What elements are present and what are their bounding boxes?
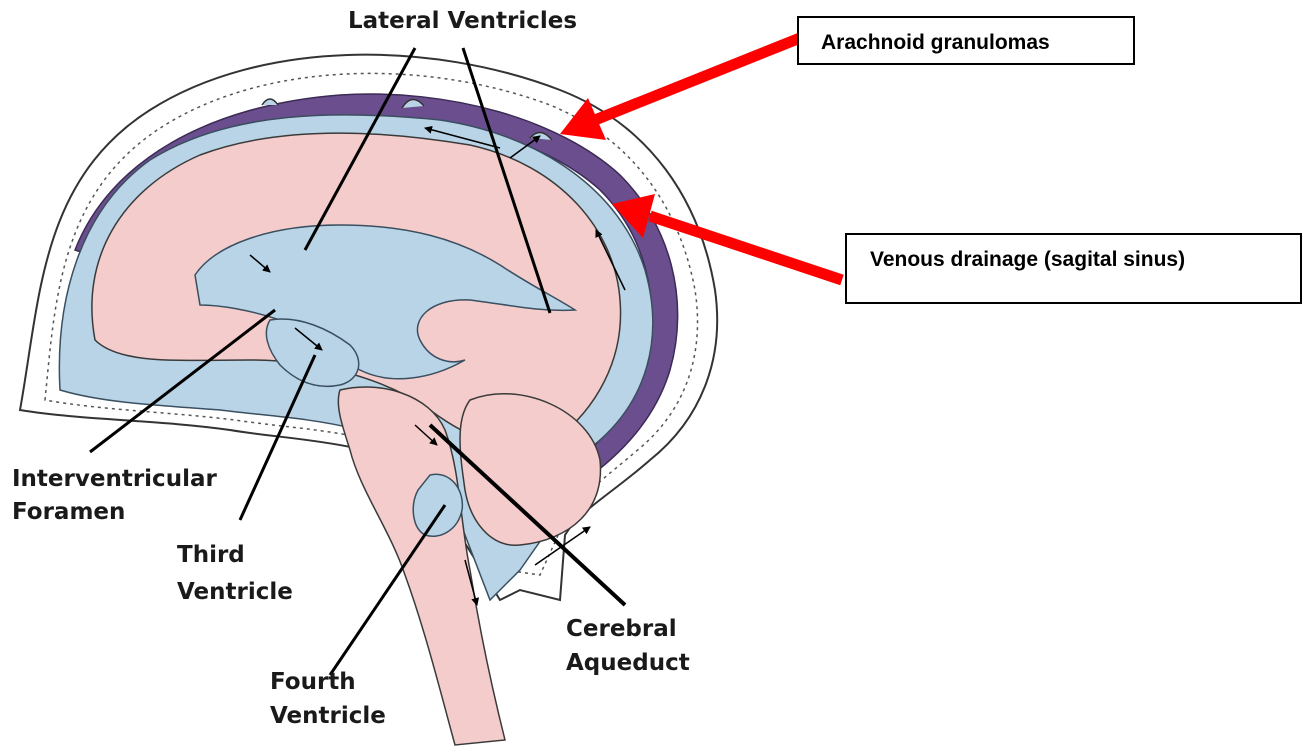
callout-arachnoid-granulomas: Arachnoid granulomas: [797, 16, 1135, 65]
callout-arachnoid-text: Arachnoid granulomas: [821, 31, 1050, 55]
callout-venous-drainage: Venous drainage (sagital sinus): [845, 233, 1302, 304]
label-interventricular-foramen-line2: Foramen: [12, 497, 125, 528]
label-fourth-ventricle-line2: Ventricle: [270, 701, 386, 732]
callout-venous-text: Venous drainage (sagital sinus): [870, 248, 1185, 272]
label-cerebral-aqueduct-line2: Aqueduct: [566, 648, 690, 679]
label-cerebral-aqueduct-line1: Cerebral: [566, 614, 677, 645]
label-third-ventricle-line2: Ventricle: [177, 577, 293, 608]
label-fourth-ventricle-line1: Fourth: [270, 667, 356, 698]
label-third-ventricle-line1: Third: [177, 540, 245, 571]
label-lateral-ventricles: Lateral Ventricles: [348, 6, 577, 37]
red-arrow-arachnoid-shaft: [595, 38, 800, 120]
label-interventricular-foramen-line1: Interventricular: [12, 464, 217, 495]
